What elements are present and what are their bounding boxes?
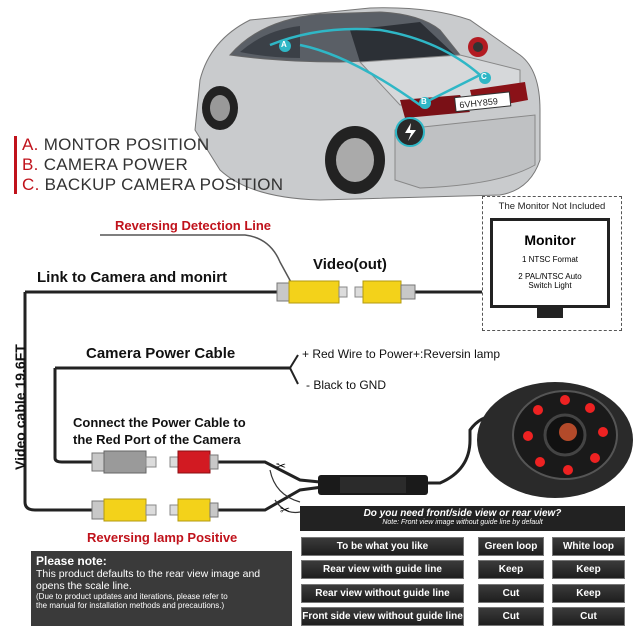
- red-wire-label: + Red Wire to Power+:Reversin lamp: [302, 347, 501, 361]
- note-line2: opens the scale line.: [36, 580, 132, 592]
- row3-col2: Cut: [552, 607, 625, 626]
- monitor-line1: 1 NTSC Format: [521, 255, 578, 264]
- marker-a: A: [281, 40, 287, 49]
- row2-col2: Keep: [552, 584, 625, 603]
- connect-power-line1: Connect the Power Cable to: [73, 415, 246, 430]
- row0-label: To be what you like: [301, 537, 464, 556]
- legend-item-a: A. MONTOR POSITION: [22, 135, 209, 155]
- reversing-lamp-positive-label: Reversing lamp Positive: [87, 530, 238, 545]
- legend-key-c: C.: [22, 175, 40, 194]
- monitor-line3: Switch Light: [528, 281, 572, 290]
- reversing-detection-label: Reversing Detection Line: [115, 218, 272, 233]
- monitor-header: The Monitor Not Included: [498, 201, 606, 212]
- legend-text-c: BACKUP CAMERA POSITION: [44, 175, 284, 194]
- camera-power-cable-label: Camera Power Cable: [86, 345, 236, 362]
- svg-text:✂: ✂: [280, 503, 290, 517]
- legend-text-b: CAMERA POWER: [43, 155, 189, 174]
- row0-col1: Green loop: [478, 537, 544, 556]
- legend-accent-bar: [14, 136, 17, 194]
- marker-c: C: [481, 72, 487, 81]
- options-header: Do you need front/side view or rear view…: [300, 506, 625, 531]
- row0-col2: White loop: [552, 537, 625, 556]
- marker-b: B: [421, 97, 427, 106]
- note-panel: Please note: This product defaults to th…: [31, 551, 292, 626]
- note-line4: the manual for installation methods and …: [36, 601, 225, 610]
- legend-item-b: B. CAMERA POWER: [22, 155, 188, 175]
- connect-power-line2: the Red Port of the Camera: [73, 432, 241, 447]
- row1-col2: Keep: [552, 560, 625, 579]
- row2-col1: Cut: [478, 584, 544, 603]
- legend-key-a: A.: [22, 135, 39, 154]
- black-gnd-label: - Black to GND: [306, 378, 387, 392]
- license-plate: 6VHY859: [459, 96, 498, 110]
- row2-label: Rear view without guide line: [301, 584, 464, 603]
- svg-text:✂: ✂: [276, 459, 286, 473]
- row3-col1: Cut: [478, 607, 544, 626]
- row1-col1: Keep: [478, 560, 544, 579]
- row1-label: Rear view with guide line: [301, 560, 464, 579]
- monitor-title: Monitor: [524, 232, 576, 248]
- options-question: Do you need front/side view or rear view…: [363, 508, 562, 519]
- video-out-label: Video(out): [313, 256, 387, 273]
- note-title: Please note:: [36, 554, 107, 568]
- legend-item-c: C. BACKUP CAMERA POSITION: [22, 175, 283, 195]
- monitor-line2: 2 PAL/NTSC Auto: [518, 272, 582, 281]
- monitor-frame: [482, 196, 622, 331]
- monitor-stand: [537, 308, 563, 318]
- link-to-camera-label: Link to Camera and monirt: [37, 269, 228, 286]
- note-line3: (Due to product updates and iterations, …: [36, 592, 228, 601]
- monitor-screen: [490, 218, 610, 308]
- legend-key-b: B.: [22, 155, 39, 174]
- video-cable-label: Video cable 19.6FT: [12, 344, 28, 470]
- note-line1: This product defaults to the rear view i…: [36, 568, 261, 580]
- row3-label: Front side view without guide line: [301, 607, 464, 626]
- options-subnote: Note: Front view image without guide lin…: [382, 519, 543, 526]
- legend-text-a: MONTOR POSITION: [43, 135, 210, 154]
